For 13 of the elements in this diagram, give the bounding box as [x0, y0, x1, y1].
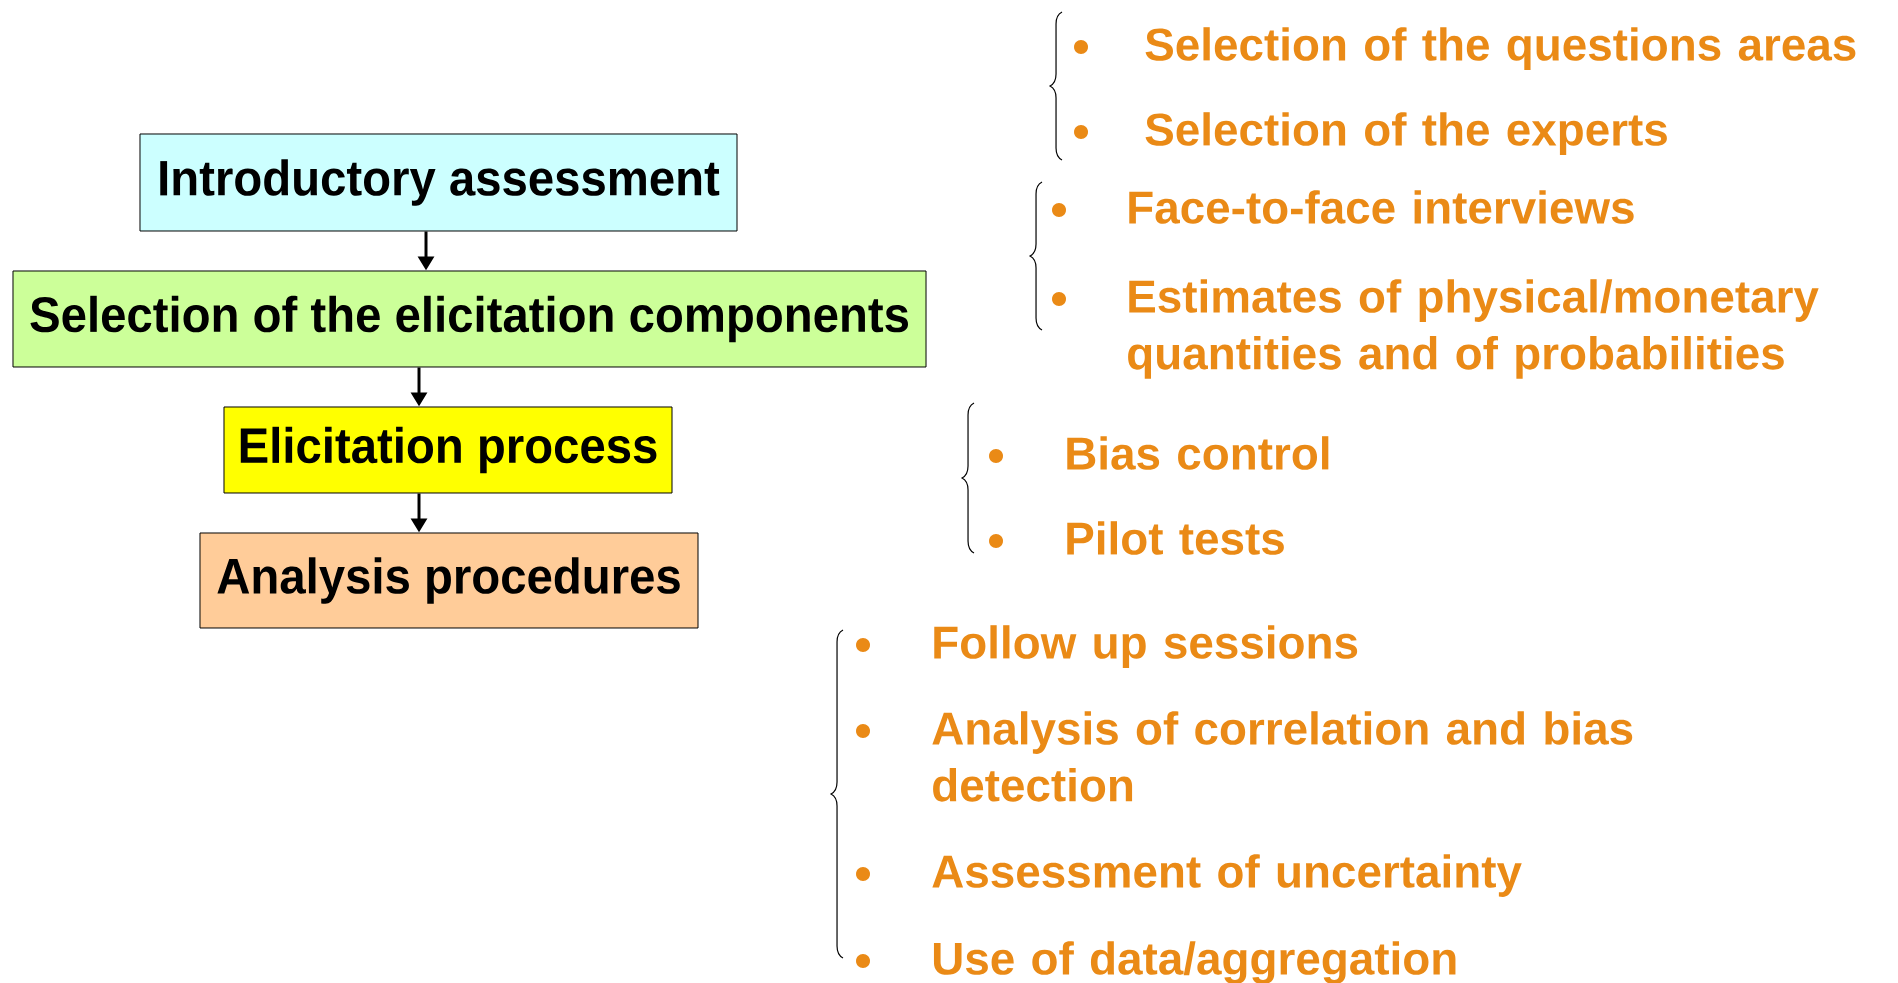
- list-item: Bias control: [1067, 436, 1329, 470]
- list-item: Follow up sessions: [934, 625, 1358, 668]
- list-item: Selection of the experts: [1145, 112, 1667, 155]
- process-box: Introductory assessment: [139, 133, 738, 232]
- list-item: Assessment of uncertainty: [932, 854, 1522, 897]
- list-item: Face-to-face interviews: [1129, 190, 1634, 224]
- process-box: Analysis procedures: [199, 532, 699, 629]
- process-box: Elicitation process: [223, 406, 673, 494]
- list-item: Estimates of physical/monetary quantities and of probabilities: [1128, 279, 1819, 379]
- list-item: Pilot tests: [1067, 521, 1284, 555]
- process-box: Selection of the elicitation components: [12, 270, 927, 368]
- list-item: Analysis of correlation and bias detection: [932, 711, 1633, 802]
- list-item: Selection of the questions areas: [1145, 27, 1856, 70]
